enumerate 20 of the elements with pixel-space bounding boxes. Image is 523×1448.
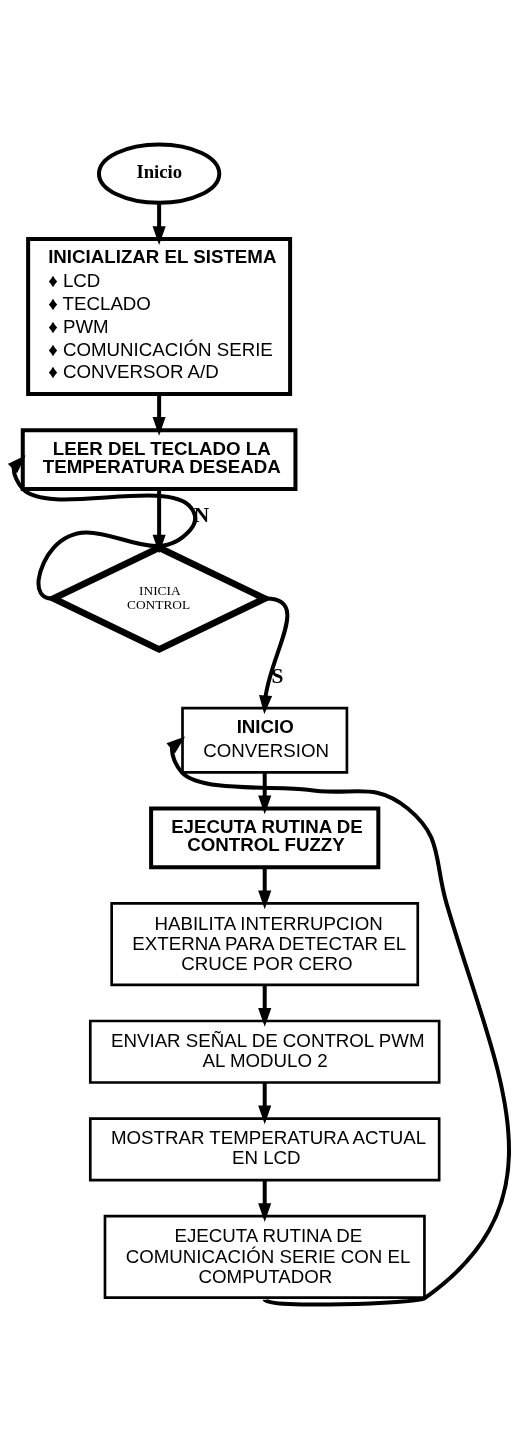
node-box: MOSTRAR TEMPERATURA ACTUAL EN LCD [88, 1116, 441, 1181]
node-box: EJECUTA RUTINA DE COMUNICACIÓN SERIE CON EL COMPUTADOR [103, 1214, 426, 1299]
node-box: INICIALIZAR EL SISTEMA ♦ LCD ♦ TECLADO ♦ PWM ♦ COMUNICACIÓN SERIE ♦ CONVERSOR A/D [26, 236, 293, 396]
node-box: EJECUTA RUTINA DE CONTROL FUZZY [149, 805, 381, 869]
arrow [258, 1179, 272, 1222]
arrow [152, 393, 166, 436]
arrow [152, 202, 166, 245]
node-box: LEER DEL TECLADO LA TEMPERATURA DESEADA [20, 427, 298, 491]
node-box: INICIO CONVERSION [181, 706, 349, 774]
node-ellipse: Inicio [96, 141, 222, 205]
arrow [258, 772, 272, 814]
arrow [8, 454, 198, 601]
arrow [166, 735, 511, 1306]
arrow [258, 867, 272, 909]
arrow [258, 1082, 272, 1124]
arrow [152, 488, 166, 554]
arrow [258, 984, 272, 1027]
edge-label: S [271, 663, 284, 688]
node-box: HABILITA INTERRUPCION EXTERNA PARA DETECTAR EL CRUCE POR CERO [110, 901, 420, 986]
node-box: ENVIAR SEÑAL DE CONTROL PWM AL MODULO 2 [88, 1019, 441, 1084]
